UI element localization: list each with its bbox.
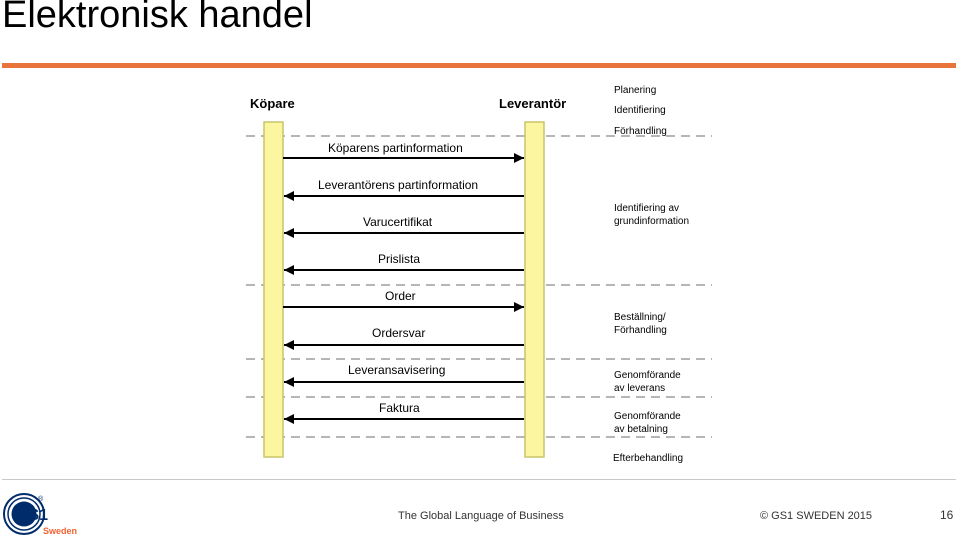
sequence-diagram: Köpare Leverantör Köparens partinformati… xyxy=(246,85,712,464)
phase-separators xyxy=(246,135,712,438)
supplier-actor-label: Leverantör xyxy=(499,96,566,111)
message-label: Leverantörens partinformation xyxy=(318,178,478,192)
gs1-logo: GS1 ® Sweden xyxy=(3,493,77,536)
footer-divider xyxy=(2,479,956,480)
phase-label: Genomförande xyxy=(614,370,681,381)
slide-title: Elektronisk handel xyxy=(2,0,313,36)
phase-label: Identifiering xyxy=(614,105,666,116)
phase-label: Förhandling xyxy=(614,325,667,336)
message-label: Varucertifikat xyxy=(363,215,433,229)
phase-label: grundinformation xyxy=(614,216,689,227)
message-arrows xyxy=(283,153,524,424)
page-number: 16 xyxy=(940,508,954,522)
message-label: Köparens partinformation xyxy=(328,141,463,155)
buyer-lifeline xyxy=(263,121,284,458)
title-underline xyxy=(2,63,956,68)
message-label: Order xyxy=(385,289,416,303)
supplier-lifeline xyxy=(524,121,545,458)
message-label: Ordersvar xyxy=(372,326,425,340)
message-label: Prislista xyxy=(378,252,420,266)
phase-label: Planering xyxy=(614,85,656,96)
phase-label: av leverans xyxy=(614,383,665,394)
logo-country: Sweden xyxy=(43,526,77,536)
phase-label: Efterbehandling xyxy=(613,453,683,464)
phase-label: Förhandling xyxy=(614,126,667,137)
phase-label: Genomförande xyxy=(614,411,681,422)
logo-wordmark: GS1 xyxy=(16,507,48,524)
message-label: Faktura xyxy=(379,401,420,415)
phase-label: Identifiering av xyxy=(614,203,679,214)
phase-label: av betalning xyxy=(614,424,668,435)
footer-copyright: © GS1 SWEDEN 2015 xyxy=(760,510,873,522)
message-label: Leveransavisering xyxy=(348,363,445,377)
phase-label: Beställning/ xyxy=(614,312,666,323)
logo-registered-mark: ® xyxy=(38,495,44,503)
footer-tagline: The Global Language of Business xyxy=(398,510,564,522)
buyer-actor-label: Köpare xyxy=(250,96,295,111)
